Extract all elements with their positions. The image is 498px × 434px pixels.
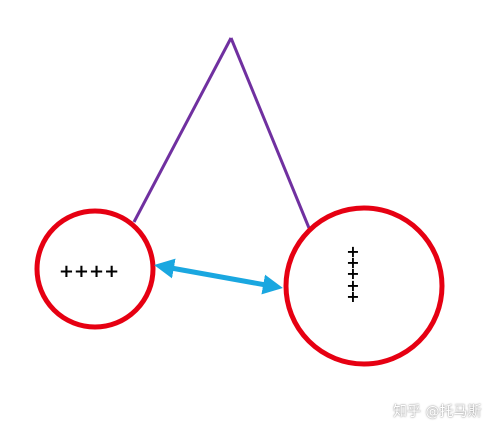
right-suspension-string	[229, 37, 311, 229]
left-sphere-charges: ++++	[59, 261, 119, 282]
left-charged-sphere	[34, 208, 156, 330]
right-sphere-charges: + + + + +	[346, 242, 359, 306]
right-sphere-charge: +	[346, 276, 359, 295]
double-headed-force-arrow	[154, 258, 283, 295]
right-sphere-charge: +	[346, 264, 359, 283]
right-sphere-charge: +	[346, 242, 359, 261]
watermark-text: 知乎 @托马斯	[393, 404, 482, 420]
left-suspension-string	[132, 37, 233, 223]
right-charged-sphere	[283, 205, 445, 367]
right-sphere-charge: +	[346, 287, 359, 306]
right-sphere-charge: +	[346, 253, 359, 272]
